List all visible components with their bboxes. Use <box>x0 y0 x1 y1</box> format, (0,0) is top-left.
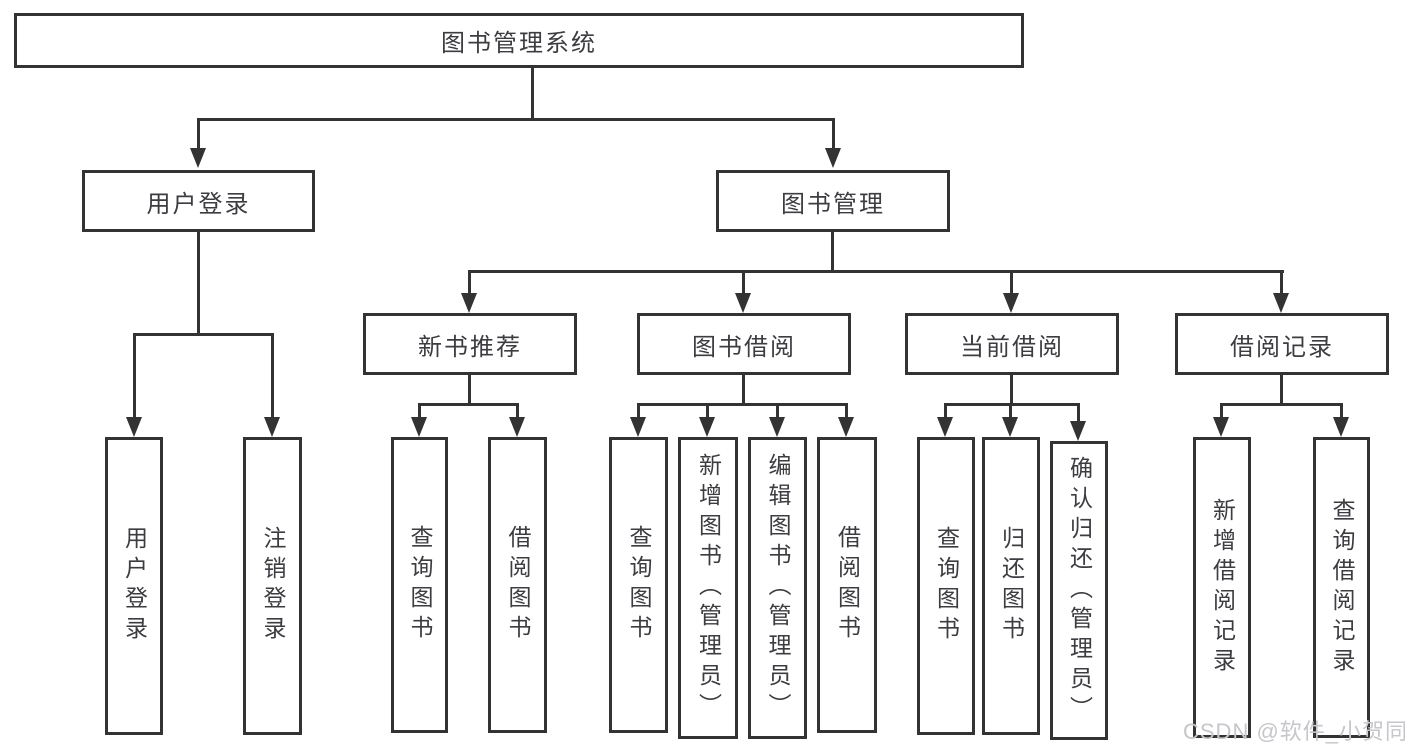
leaf-return-book: 归还图书 <box>982 437 1040 735</box>
connector-bookborrow-child4 <box>845 403 848 419</box>
leaf-label: 查询图书 <box>407 525 433 645</box>
node-user-login: 用户登录 <box>82 170 315 232</box>
arrowhead-records-child2 <box>1333 417 1349 437</box>
node-book-management: 图书管理 <box>716 170 950 232</box>
leaf-edit-book-admin: 编辑图书（管理员） <box>748 437 807 739</box>
leaf-logout: 注销登录 <box>243 437 302 735</box>
csdn-watermark: CSDN @软件_小贺同学 <box>1183 719 1405 744</box>
connector-bookborrow-child1 <box>637 403 640 419</box>
leaf-user-login: 用户登录 <box>105 437 163 735</box>
connector-bookmgmt-trunk <box>831 232 834 273</box>
connector-currentborrow-trunk <box>1010 375 1013 406</box>
connector-currentborrow-child2 <box>1009 403 1012 419</box>
leaf-label: 归还图书 <box>998 526 1025 646</box>
leaf-query-borrow-record: 查询借阅记录 <box>1313 437 1370 738</box>
connector-currentborrow-split <box>944 403 1080 406</box>
leaf-label: 查询借阅记录 <box>1329 497 1355 678</box>
node-current-borrow: 当前借阅 <box>905 313 1119 375</box>
connector-records-child1 <box>1220 403 1223 419</box>
connector-bookborrow-child2 <box>706 403 709 419</box>
leaf-label: 查询图书 <box>626 525 652 645</box>
connector-level3-split <box>468 270 1284 273</box>
leaf-confirm-return-admin: 确认归还（管理员） <box>1050 441 1108 740</box>
connector-newbook-split <box>418 403 519 406</box>
connector-to-leaf-logout <box>271 333 274 417</box>
leaf-logout-label: 注销登录 <box>260 526 286 646</box>
arrowhead-currentborrow-child3 <box>1070 421 1086 441</box>
connector-bookborrow-trunk <box>742 375 745 406</box>
leaf-borrow-books: 借阅图书 <box>817 437 877 733</box>
connector-to-book-management <box>832 118 835 150</box>
leaf-label: 查询图书 <box>933 526 960 646</box>
arrowhead-current-borrow <box>1003 293 1019 313</box>
node-library-system: 图书管理系统 <box>14 13 1024 68</box>
arrowhead-currentborrow-child2 <box>1002 417 1018 437</box>
arrowhead-newbook-child2 <box>509 417 525 437</box>
arrowhead-records-child1 <box>1213 417 1229 437</box>
connector-records-child2 <box>1340 403 1343 419</box>
leaf-label: 确认归还（管理员） <box>1066 455 1093 726</box>
connector-to-borrow-records <box>1280 270 1283 294</box>
connector-newbook-trunk <box>468 375 471 406</box>
leaf-label: 编辑图书（管理员） <box>765 453 791 723</box>
connector-to-leaf-user-login <box>133 333 136 417</box>
leaf-user-login-label: 用户登录 <box>121 526 148 646</box>
node-new-book-recommend: 新书推荐 <box>363 313 577 375</box>
connector-bookborrow-child3 <box>776 403 779 419</box>
arrowhead-bookborrow-child4 <box>838 417 854 437</box>
arrowhead-currentborrow-child1 <box>937 417 953 437</box>
arrowhead-bookborrow-child1 <box>630 417 646 437</box>
connector-login-trunk <box>197 232 200 336</box>
arrowhead-book-management <box>825 148 841 168</box>
connector-to-book-borrow <box>742 270 745 294</box>
leaf-label: 新增借阅记录 <box>1209 497 1236 678</box>
connector-newbook-child1 <box>418 403 421 419</box>
arrowhead-newbook-child1 <box>411 417 427 437</box>
connector-bookborrow-split <box>637 403 848 406</box>
leaf-label: 借阅图书 <box>834 525 861 645</box>
leaf-borrow-books-recommend: 借阅图书 <box>488 437 547 733</box>
arrowhead-bookborrow-child2 <box>699 417 715 437</box>
leaf-query-books-current: 查询图书 <box>917 437 975 735</box>
connector-currentborrow-child1 <box>944 403 947 419</box>
arrowhead-leaf-user-login <box>126 417 142 437</box>
connector-to-user-login <box>197 118 200 150</box>
leaf-query-books-borrow: 查询图书 <box>609 437 668 733</box>
connector-newbook-child2 <box>516 403 519 419</box>
connector-level1-split <box>197 118 835 121</box>
arrowhead-user-login <box>190 148 206 168</box>
connector-to-current-borrow <box>1010 270 1013 294</box>
connector-root-trunk <box>531 68 534 121</box>
connector-login-split <box>133 333 274 336</box>
leaf-add-book-admin: 新增图书（管理员） <box>678 437 738 739</box>
arrowhead-book-borrow <box>735 293 751 313</box>
leaf-add-borrow-record: 新增借阅记录 <box>1193 437 1251 738</box>
arrowhead-new-book <box>461 293 477 313</box>
node-borrow-records: 借阅记录 <box>1175 313 1389 375</box>
connector-to-new-book <box>468 270 471 294</box>
leaf-label: 新增图书（管理员） <box>695 453 722 723</box>
leaf-label: 借阅图书 <box>505 525 531 645</box>
node-book-borrow: 图书借阅 <box>637 313 851 375</box>
arrowhead-borrow-records <box>1273 293 1289 313</box>
arrowhead-bookborrow-child3 <box>769 417 785 437</box>
connector-records-split <box>1220 403 1343 406</box>
leaf-query-books-recommend: 查询图书 <box>391 437 448 733</box>
connector-records-trunk <box>1280 375 1283 406</box>
connector-currentborrow-child3 <box>1077 403 1080 423</box>
arrowhead-leaf-logout <box>264 417 280 437</box>
